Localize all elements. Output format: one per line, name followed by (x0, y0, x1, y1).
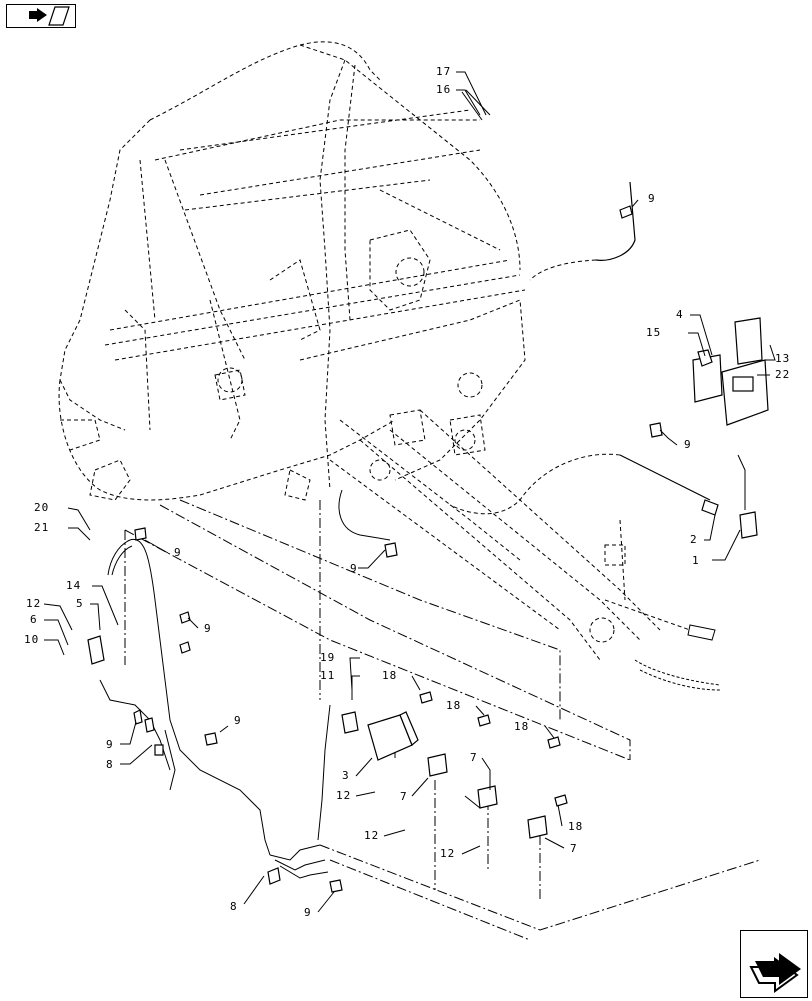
page-arrow-icon[interactable] (6, 4, 76, 28)
callout-20: 20 (34, 501, 49, 514)
page-arrow-glyph (29, 6, 70, 26)
callout-9: 9 (204, 622, 212, 635)
callout-13: 13 (775, 352, 790, 365)
callout-12: 12 (26, 597, 41, 610)
monitor-assembly (692, 317, 769, 539)
callout-12: 12 (364, 829, 379, 842)
callout-7: 7 (400, 790, 408, 803)
callout-19: 19 (320, 651, 335, 664)
callout-15: 15 (646, 326, 661, 339)
callout-9: 9 (648, 192, 656, 205)
callout-8: 8 (230, 900, 238, 913)
callout-1: 1 (692, 554, 700, 567)
callout-17: 17 (436, 65, 451, 78)
next-page-arrow-glyph (749, 953, 801, 993)
controller-module (341, 711, 419, 761)
callout-11: 11 (320, 669, 335, 682)
baler-frame-outline (58, 41, 526, 561)
next-page-arrow-icon[interactable] (740, 930, 808, 998)
callout-9: 9 (174, 546, 182, 559)
callout-18: 18 (514, 720, 529, 733)
callout-9: 9 (684, 438, 692, 451)
callout-16: 16 (436, 83, 451, 96)
routing-leaders (124, 499, 761, 941)
small-hardware (87, 89, 663, 893)
callout-10: 10 (24, 633, 39, 646)
callout-9: 9 (234, 714, 242, 727)
callout-7: 7 (570, 842, 578, 855)
callout-9: 9 (304, 906, 312, 919)
callout-9: 9 (350, 562, 358, 575)
callout-18: 18 (568, 820, 583, 833)
callout-12: 12 (440, 847, 455, 860)
callout-labels: 17 16 9 4 15 13 22 9 2 1 20 21 9 9 14 12… (24, 65, 790, 919)
hydraulic-hoses (449, 181, 716, 641)
callout-18: 18 (382, 669, 397, 682)
callout-5: 5 (76, 597, 84, 610)
callout-21: 21 (34, 521, 49, 534)
callout-14: 14 (66, 579, 81, 592)
callout-2: 2 (690, 533, 698, 546)
callout-8: 8 (106, 758, 114, 771)
wiring-harness (99, 489, 391, 879)
callout-leaders (43, 71, 776, 913)
tongue-drawbar (329, 409, 721, 691)
callout-12: 12 (336, 789, 351, 802)
callout-3: 3 (342, 769, 350, 782)
relays (427, 753, 548, 839)
callout-9: 9 (106, 738, 114, 751)
callout-4: 4 (676, 308, 684, 321)
callout-22: 22 (775, 368, 790, 381)
callout-7: 7 (470, 751, 478, 764)
callout-18: 18 (446, 699, 461, 712)
callout-6: 6 (30, 613, 38, 626)
